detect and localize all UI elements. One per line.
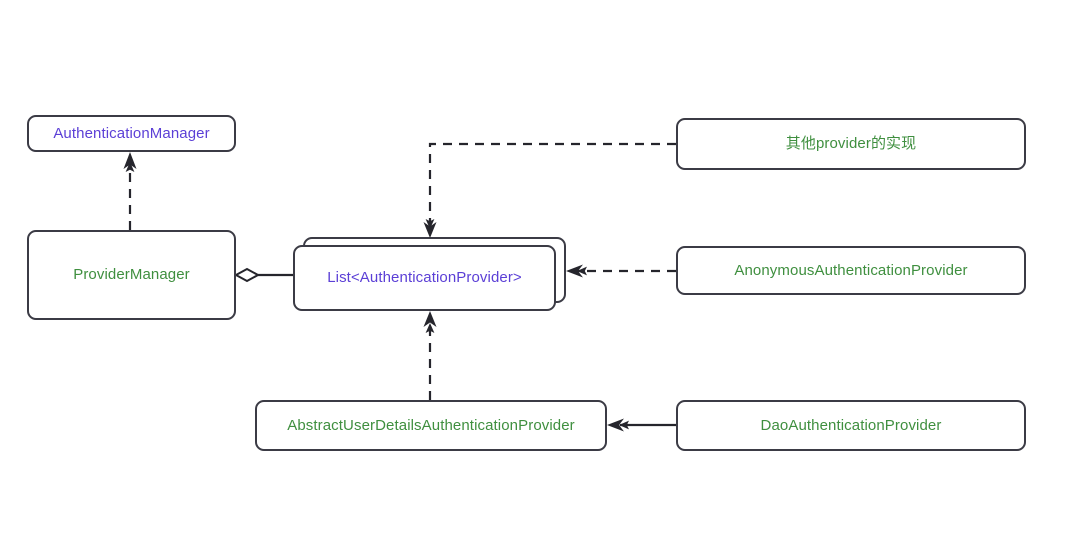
node-anonymous-authentication-provider[interactable]: AnonymousAuthenticationProvider bbox=[676, 246, 1026, 295]
edge-other-provider-impl-to-list bbox=[425, 142, 676, 229]
node-label-list-authentication-provider: List<AuthenticationProvider> bbox=[327, 269, 522, 286]
node-label-other-provider-impl: 其他provider的实现 bbox=[785, 135, 917, 152]
node-provider-manager[interactable]: ProviderManager bbox=[27, 230, 236, 320]
node-label-dao-authentication-provider: DaoAuthenticationProvider bbox=[760, 416, 942, 434]
node-list-authentication-provider[interactable]: List<AuthenticationProvider> bbox=[293, 245, 556, 311]
node-label-authentication-manager: AuthenticationManager bbox=[53, 124, 210, 142]
node-label-provider-manager: ProviderManager bbox=[73, 266, 190, 283]
node-authentication-manager[interactable]: AuthenticationManager bbox=[27, 115, 236, 152]
aggregation-diamond bbox=[233, 267, 261, 283]
edge-provider-manager-aggregates-list bbox=[233, 267, 293, 283]
node-other-provider-impl[interactable]: 其他provider的实现 bbox=[676, 118, 1026, 170]
node-label-abstract-user-details-authentication-provider: AbstractUserDetailsAuthenticationProvide… bbox=[287, 416, 575, 434]
node-dao-authentication-provider[interactable]: DaoAuthenticationProvider bbox=[676, 400, 1026, 451]
node-label-anonymous-authentication-provider: AnonymousAuthenticationProvider bbox=[734, 261, 968, 279]
node-abstract-user-details-authentication-provider[interactable]: AbstractUserDetailsAuthenticationProvide… bbox=[255, 400, 607, 451]
